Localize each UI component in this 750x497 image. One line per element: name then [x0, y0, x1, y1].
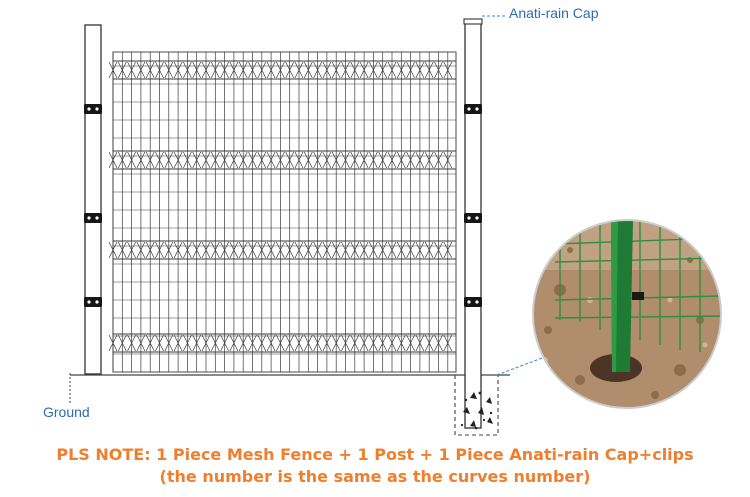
- clip-icon: [464, 213, 482, 223]
- mesh-panel: [108, 51, 457, 373]
- right-post: [464, 22, 482, 429]
- left-post: [84, 24, 102, 375]
- clip-icon: [84, 104, 102, 114]
- note-line-2: (the number is the same as the curves nu…: [159, 467, 591, 486]
- ground-line: [69, 373, 510, 405]
- ground-label: Ground: [43, 404, 90, 420]
- clip-icon: [464, 297, 482, 307]
- anti-rain-cap-label: Anati-rain Cap: [509, 5, 599, 21]
- clip-icon: [84, 213, 102, 223]
- clip-icon: [84, 297, 102, 307]
- post-installation-photo: [532, 219, 722, 409]
- clip-icon: [464, 104, 482, 114]
- anti-rain-cap: [463, 18, 483, 25]
- photo-callout-line: [496, 354, 551, 376]
- clips: [84, 104, 482, 307]
- concrete-footing: [454, 375, 499, 436]
- note-line-1: PLS NOTE: 1 Piece Mesh Fence + 1 Post + …: [56, 445, 694, 464]
